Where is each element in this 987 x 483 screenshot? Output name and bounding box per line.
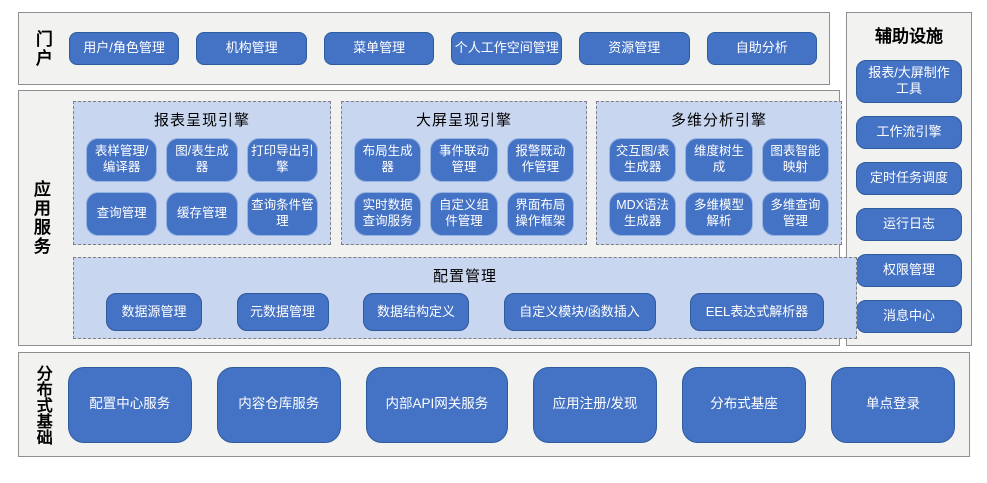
node-app-registration-discovery: 应用注册/发现 (533, 366, 658, 443)
node-mdx-syntax-generator: MDX语法生成器 (609, 192, 677, 236)
node-message-center: 消息中心 (856, 299, 962, 333)
engine-title: 报表呈现引擎 (153, 112, 250, 129)
node-layout-generator: 布局生成器 (354, 138, 422, 182)
node-config-center-service: 配置中心服务 (67, 366, 192, 443)
node-workflow-engine: 工作流引擎 (856, 115, 962, 149)
node-menu-management: 菜单管理 (323, 32, 435, 65)
engine-node-grid: 布局生成器 事件联动管理 报警既动作管理 实时数据查询服务 自定义组件管理 界面… (342, 130, 586, 246)
engine-title: 多维分析引擎 (670, 112, 767, 129)
distributed-base-section: 分布式基础 配置中心服务 内容仓库服务 内部API网关服务 应用注册/发现 分布… (18, 352, 970, 457)
engine-olap-analysis: 多维分析引擎 交互图/表生成器 维度树生成 图表智能映射 MDX语法生成器 多维… (596, 101, 842, 245)
app-services-section: 应用服务 报表呈现引擎 表样管理/编译器 图/表生成器 打印导出引擎 查询管理 … (18, 90, 857, 346)
node-interactive-chart-generator: 交互图/表生成器 (609, 138, 677, 182)
node-eel-expression-parser: EEL表达式解析器 (690, 293, 824, 331)
engine-bigscreen-rendering: 大屏呈现引擎 布局生成器 事件联动管理 报警既动作管理 实时数据查询服务 自定义… (341, 101, 587, 245)
node-alarm-action-management: 报警既动作管理 (506, 138, 574, 182)
node-org-management: 机构管理 (196, 32, 307, 65)
node-distributed-pedestal: 分布式基座 (682, 366, 807, 443)
portal-label: 门户 (32, 29, 52, 68)
node-query-condition-management: 查询条件管理 (246, 192, 318, 236)
config-node-row: 数据源管理 元数据管理 数据结构定义 自定义模块/函数插入 EEL表达式解析器 (74, 286, 856, 331)
node-content-repository-service: 内容仓库服务 (216, 366, 341, 443)
engine-report-rendering: 报表呈现引擎 表样管理/编译器 图/表生成器 打印导出引擎 查询管理 缓存管理 … (73, 101, 331, 245)
node-user-role-management: 用户/角色管理 (68, 32, 180, 65)
node-run-log: 运行日志 (856, 207, 962, 241)
node-cache-management: 缓存管理 (166, 192, 238, 236)
node-query-management: 查询管理 (86, 192, 158, 236)
node-resource-management: 资源管理 (578, 32, 690, 65)
node-dimension-tree-generation: 维度树生成 (685, 138, 753, 182)
node-print-export-engine: 打印导出引擎 (246, 138, 318, 182)
node-metadata-management: 元数据管理 (236, 293, 329, 331)
node-personal-workspace-management: 个人工作空间管理 (451, 32, 562, 65)
auxiliary-title: 辅助设施 (875, 27, 943, 46)
node-permission-management: 权限管理 (856, 253, 962, 287)
node-scheduled-task: 定时任务调度 (856, 161, 962, 195)
node-report-bigscreen-tool: 报表/大屏制作工具 (856, 60, 962, 103)
node-chart-table-generator: 图/表生成器 (166, 138, 238, 182)
portal-section: 门户 用户/角色管理 机构管理 菜单管理 个人工作空间管理 资源管理 自助分析 (18, 12, 830, 85)
node-event-linkage-management: 事件联动管理 (430, 138, 498, 182)
distributed-base-label: 分布式基础 (33, 364, 51, 445)
config-management-box: 配置管理 数据源管理 元数据管理 数据结构定义 自定义模块/函数插入 EEL表达… (73, 257, 857, 339)
node-style-mgmt-compiler: 表样管理/编译器 (86, 138, 158, 182)
engine-title: 大屏呈现引擎 (415, 112, 512, 129)
engine-node-grid: 表样管理/编译器 图/表生成器 打印导出引擎 查询管理 缓存管理 查询条件管理 (74, 130, 330, 246)
node-internal-api-gateway-service: 内部API网关服务 (365, 366, 509, 443)
node-single-sign-on: 单点登录 (831, 366, 955, 443)
app-services-label: 应用服务 (30, 180, 50, 256)
base-node-row: 配置中心服务 内容仓库服务 内部API网关服务 应用注册/发现 分布式基座 单点… (67, 366, 955, 443)
portal-node-row: 用户/角色管理 机构管理 菜单管理 个人工作空间管理 资源管理 自助分析 (68, 32, 818, 65)
node-custom-module-function-insert: 自定义模块/函数插入 (503, 293, 656, 331)
node-ui-layout-framework: 界面布局操作框架 (506, 192, 574, 236)
node-smart-chart-mapping: 图表智能映射 (761, 138, 829, 182)
node-self-service-analysis: 自助分析 (706, 32, 818, 65)
auxiliary-section: 辅助设施 报表/大屏制作工具 工作流引擎 定时任务调度 运行日志 权限管理 消息… (846, 12, 972, 346)
node-datasource-management: 数据源管理 (106, 293, 202, 331)
node-multidim-query-management: 多维查询管理 (761, 192, 829, 236)
engine-node-grid: 交互图/表生成器 维度树生成 图表智能映射 MDX语法生成器 多维模型解析 多维… (597, 130, 841, 246)
config-title: 配置管理 (432, 268, 497, 285)
node-custom-component-management: 自定义组件管理 (430, 192, 498, 236)
node-data-structure-definition: 数据结构定义 (363, 293, 469, 331)
node-multidim-model-parsing: 多维模型解析 (685, 192, 753, 236)
node-realtime-data-query-service: 实时数据查询服务 (354, 192, 422, 236)
